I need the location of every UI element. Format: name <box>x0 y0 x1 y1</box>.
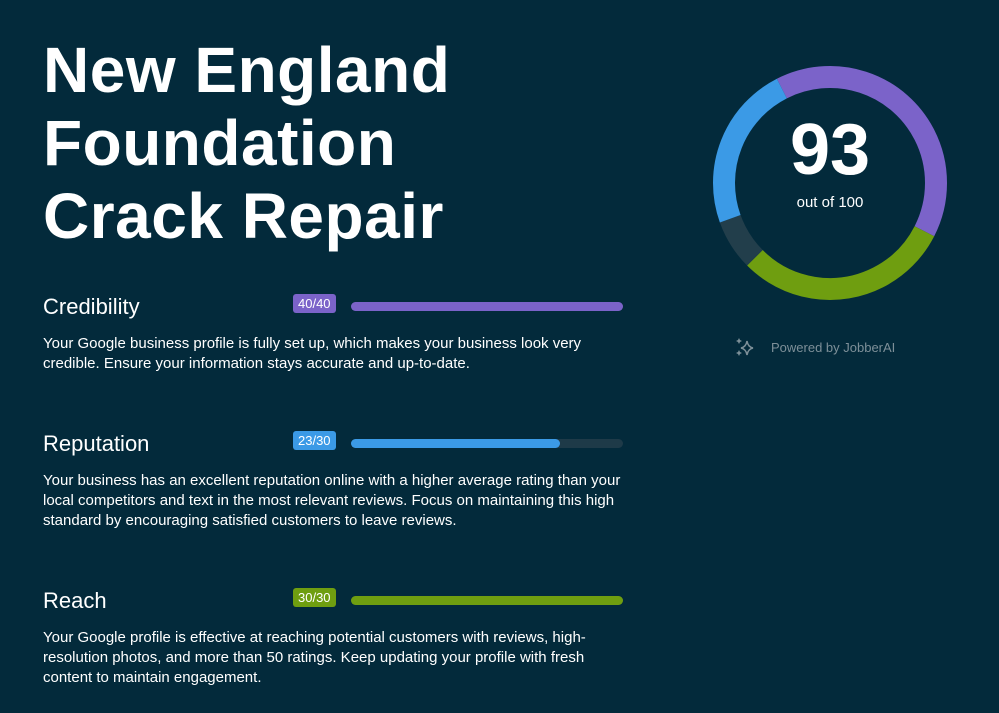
business-name-title: New England Foundation Crack Repair <box>43 34 450 253</box>
title-line: New England <box>43 34 451 106</box>
section-reputation: Reputation 23/30 Your business has an ex… <box>43 429 628 531</box>
score-badge: 23/30 <box>293 431 336 450</box>
title-line: Foundation <box>43 107 397 179</box>
score-caption: out of 100 <box>796 194 864 211</box>
score-donut <box>713 66 947 300</box>
donut-segment-reach <box>713 66 947 300</box>
progress-bar <box>351 596 623 605</box>
score-badge: 30/30 <box>293 588 336 607</box>
progress-bar <box>351 439 623 448</box>
section-name: Reputation <box>43 431 150 456</box>
powered-by-label: Powered by JobberAI <box>771 339 896 355</box>
section-name: Credibility <box>43 294 140 319</box>
section-description: Your Google profile is effective at reac… <box>43 629 586 686</box>
progress-fill <box>351 302 623 311</box>
section-credibility: Credibility 40/40 Your Google business p… <box>43 292 628 374</box>
donut-segment-credibility <box>713 66 947 300</box>
section-description: Your Google business profile is fully se… <box>43 335 582 372</box>
section-reach: Reach 30/30 Your Google profile is effec… <box>43 586 628 688</box>
section-name: Reach <box>43 588 107 613</box>
sparkle-icon <box>736 338 754 356</box>
donut-segment-missing <box>713 66 947 300</box>
progress-fill <box>351 596 623 605</box>
powered-by: Powered by JobberAI <box>735 337 895 357</box>
score-badge: 40/40 <box>293 294 336 313</box>
progress-bar <box>351 302 623 311</box>
overall-score: 93 <box>789 110 871 190</box>
progress-fill <box>351 439 560 448</box>
section-description: Your business has an excellent reputatio… <box>43 472 621 529</box>
title-line: Crack Repair <box>43 180 444 252</box>
